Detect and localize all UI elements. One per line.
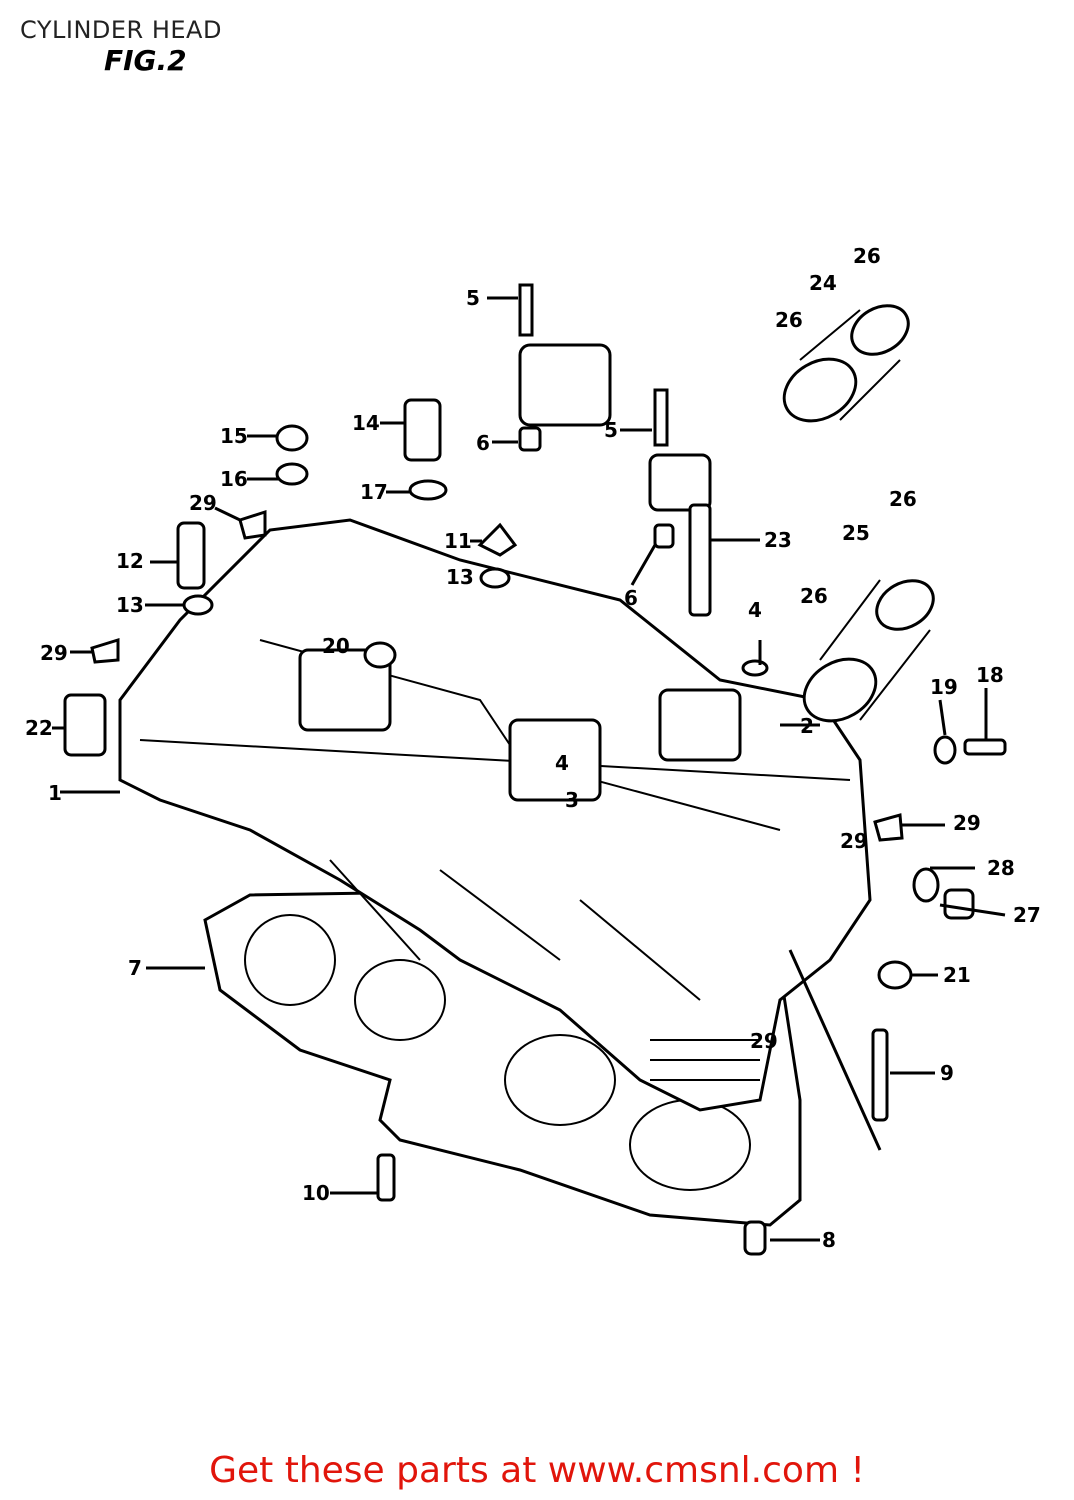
page-title: CYLINDER HEAD [20, 16, 222, 44]
callout-1: 1 [48, 781, 62, 805]
callout-4: 4 [748, 598, 762, 622]
washer-16 [275, 462, 309, 486]
callout-11: 11 [444, 529, 472, 553]
figure-label: FIG.2 [104, 44, 187, 77]
callout-21: 21 [943, 963, 971, 987]
callout-20: 20 [322, 634, 350, 658]
callout-26b: 26 [775, 308, 803, 332]
intake-pipe-lower [802, 579, 935, 723]
washer-13b [479, 567, 511, 589]
callout-29e: 29 [840, 829, 868, 853]
callout-29d: 29 [750, 1029, 778, 1053]
bolt-9 [871, 1028, 889, 1122]
callout-22: 22 [25, 716, 53, 740]
callout-7: 7 [128, 956, 142, 980]
callout-4b: 4 [555, 751, 569, 775]
cta-banner: Get these parts at www.cmsnl.com ! [0, 1450, 1074, 1491]
dowel-6b [653, 523, 675, 549]
callout-5b: 5 [604, 418, 618, 442]
bolt-5a [518, 283, 534, 337]
callout-17: 17 [360, 480, 388, 504]
callout-8: 8 [822, 1228, 836, 1252]
nut-15 [275, 424, 309, 452]
dowel-6a [518, 426, 542, 452]
callout-14: 14 [352, 411, 380, 435]
plug-21 [877, 960, 913, 990]
bolt-10 [376, 1153, 396, 1202]
callout-10: 10 [302, 1181, 330, 1205]
guide-12 [176, 521, 206, 590]
cam-cap-part [518, 343, 612, 427]
callout-15: 15 [220, 424, 248, 448]
callout-12: 12 [116, 549, 144, 573]
nut-11 [477, 522, 518, 557]
callout-28: 28 [987, 856, 1015, 880]
callout-18: 18 [976, 663, 1004, 687]
callout-13: 13 [116, 593, 144, 617]
washer-19 [933, 735, 957, 765]
callout-13b: 13 [446, 565, 474, 589]
cap-29c [873, 813, 904, 842]
bolt-18 [963, 738, 1007, 756]
callout-25: 25 [842, 521, 870, 545]
cap-half [648, 453, 712, 512]
callout-26a: 26 [853, 244, 881, 268]
callout-9: 9 [940, 1061, 954, 1085]
callout-5: 5 [466, 286, 480, 310]
callout-23: 23 [764, 528, 792, 552]
callout-6b: 6 [624, 586, 638, 610]
callout-29a: 29 [953, 811, 981, 835]
callout-16: 16 [220, 467, 248, 491]
bolt-27 [943, 888, 975, 920]
cta-link[interactable]: Get these parts at www.cmsnl.com ! [209, 1450, 865, 1491]
callout-27: 27 [1013, 903, 1041, 927]
o-ring-17 [408, 479, 448, 501]
cap-29b [90, 637, 120, 664]
washer-13a [182, 594, 214, 616]
callout-6: 6 [476, 431, 490, 455]
dowel-8 [743, 1220, 767, 1256]
intake-pipe-upper [782, 304, 910, 423]
callout-26c: 26 [889, 487, 917, 511]
gasket-28 [912, 867, 940, 903]
part-20 [363, 641, 397, 669]
callout-numbers: 1 2 3 4 4 5 5 6 6 7 8 9 10 11 12 13 13 1… [25, 244, 1041, 1252]
part-4-top [741, 659, 769, 677]
callout-19: 19 [930, 675, 958, 699]
callout-24: 24 [809, 271, 837, 295]
callout-3: 3 [565, 788, 579, 812]
callout-2: 2 [800, 714, 814, 738]
bolt-5b [653, 388, 669, 447]
callout-29b: 29 [189, 491, 217, 515]
callout-26d: 26 [800, 584, 828, 608]
spark-plug-23 [688, 503, 712, 617]
spring-22 [63, 693, 107, 757]
callout-lines [52, 296, 1006, 1242]
cap-29a [238, 509, 267, 540]
part-14 [403, 398, 442, 462]
callout-29c: 29 [40, 641, 68, 665]
